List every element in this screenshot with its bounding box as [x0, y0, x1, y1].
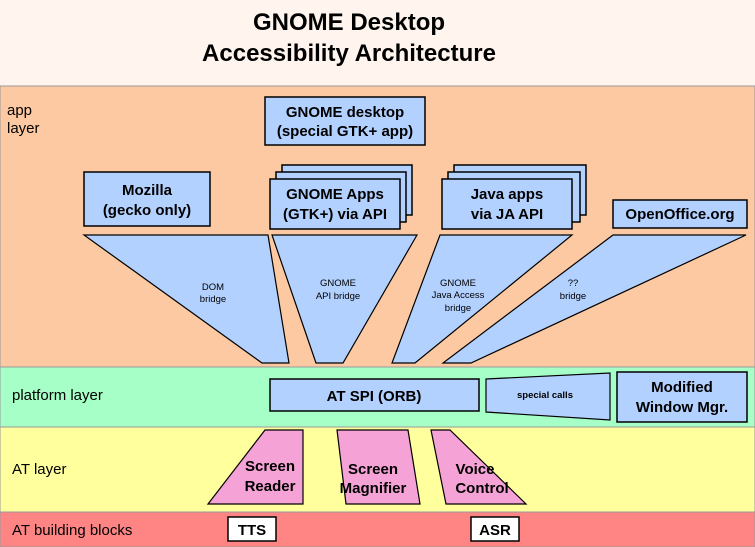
java-apps-label-line2: via JA API — [471, 206, 543, 223]
tts-box — [227, 516, 277, 542]
screen-reader-label-line1: Screen — [245, 458, 295, 475]
openoffice-label: OpenOffice.org — [625, 206, 734, 223]
voice-control-shape — [430, 429, 528, 505]
java-access-bridge-label-line2: Java Access — [432, 290, 485, 301]
screen-reader-shape — [206, 429, 304, 505]
unknown-bridge-wedge — [441, 234, 747, 364]
java-access-bridge-label-line1: GNOME — [440, 278, 476, 289]
dom-bridge-wedge — [82, 234, 290, 364]
at-spi-orb-label: AT SPI (ORB) — [327, 388, 422, 405]
voice-control-label-line2: Control — [455, 480, 508, 497]
gnome-api-bridge-label-line1: GNOME — [320, 278, 356, 289]
mozilla-label-line1: Mozilla — [122, 182, 173, 199]
title-band — [0, 0, 755, 86]
at-building-blocks-band — [0, 511, 755, 547]
gnome-apps-box — [269, 178, 401, 230]
app-layer-label-line1: app — [7, 102, 32, 119]
modified-window-manager-label-line1: Modified — [651, 379, 713, 396]
gnome-desktop-box — [264, 96, 426, 146]
dom-bridge-label-line1: DOM — [202, 282, 224, 293]
asr-box — [470, 516, 520, 542]
screen-magnifier-shape — [336, 429, 421, 505]
mozilla-label-line2: (gecko only) — [103, 202, 191, 219]
gnome-apps-label-line1: GNOME Apps — [286, 186, 384, 203]
unknown-bridge-label-line2: bridge — [560, 291, 586, 302]
gnome-api-bridge-label-line2: API bridge — [316, 291, 360, 302]
at-building-blocks-label: AT building blocks — [12, 522, 132, 539]
java-apps-label-line1: Java apps — [471, 186, 544, 203]
voice-control-label-line1: Voice — [456, 461, 495, 478]
screen-reader-label-line2: Reader — [245, 478, 296, 495]
diagram-title-line1: GNOME Desktop — [253, 9, 445, 36]
gnome-api-bridge-wedge — [271, 234, 419, 364]
at-spi-orb-box — [269, 378, 480, 412]
screen-magnifier-label-line2: Magnifier — [340, 480, 407, 497]
asr-label: ASR — [479, 522, 511, 539]
screen-magnifier-label-line1: Screen — [348, 461, 398, 478]
special-calls-label: special calls — [517, 390, 573, 401]
dom-bridge-label-line2: bridge — [200, 294, 226, 305]
modified-window-manager-label-line2: Window Mgr. — [636, 399, 728, 416]
gnome-desktop-label-line1: GNOME desktop — [286, 104, 404, 121]
at-layer-label: AT layer — [12, 461, 66, 478]
mozilla-box — [83, 171, 211, 227]
java-access-bridge-wedge — [391, 234, 574, 364]
gnome-apps-label-line2: (GTK+) via API — [283, 206, 387, 223]
platform-layer-label: platform layer — [12, 387, 103, 404]
modified-window-manager-box — [616, 371, 748, 423]
unknown-bridge-label-line1: ?? — [568, 278, 579, 289]
special-calls-wedge — [485, 372, 611, 421]
app-layer-label-line2: layer — [7, 120, 40, 137]
tts-label: TTS — [238, 522, 266, 539]
diagram-title-line2: Accessibility Architecture — [202, 40, 496, 67]
gnome-desktop-label-line2: (special GTK+ app) — [277, 123, 413, 140]
openoffice-box — [612, 199, 748, 229]
java-apps-box — [441, 178, 573, 230]
java-access-bridge-label-line3: bridge — [445, 303, 471, 314]
